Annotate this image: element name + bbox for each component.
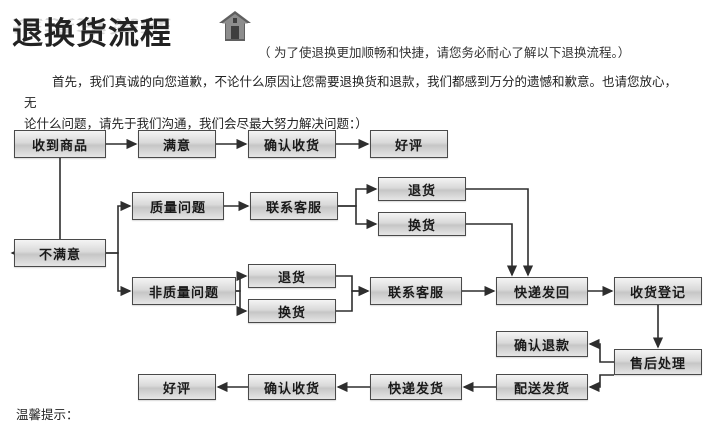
flow-node-aftersale: 售后处理 (614, 349, 702, 375)
flow-node-return2: 退货 (248, 264, 336, 288)
flow-node-confirmrefund: 确认退款 (496, 331, 588, 357)
flow-node-express2: 快递发货 (370, 374, 462, 400)
title-note: （ 为了使退换更加顺畅和快捷，请您务必耐心了解以下退换流程。） (258, 46, 631, 60)
footer-tip: 温馨提示： (16, 408, 79, 422)
flow-node-return1: 退货 (378, 177, 466, 201)
flow-node-exchange1: 换货 (378, 212, 466, 236)
flow-node-praise1: 好评 (370, 130, 448, 158)
flow-node-exchange2: 换货 (248, 299, 336, 323)
flow-node-confirm2: 确认收货 (248, 374, 336, 400)
flow-node-register: 收货登记 (614, 277, 702, 305)
flow-node-unsatisfied: 不满意 (14, 239, 106, 267)
intro-line-2: 论什么问题，请先于我们沟通，我们会尽最大努力解决问题：） (24, 117, 368, 131)
flow-node-confirm1: 确认收货 (248, 130, 336, 158)
flow-node-sendback: 快递发回 (496, 277, 588, 305)
flow-node-received: 收到商品 (14, 130, 106, 158)
flow-node-nonquality: 非质量问题 (132, 277, 236, 305)
flow-node-quality: 质量问题 (132, 192, 224, 220)
flow-node-satisfied: 满意 (138, 130, 216, 158)
flow-node-praise2: 好评 (138, 374, 216, 400)
house-icon (219, 11, 251, 41)
intro-line-1: 首先，我们真诚的向您道歉，不论什么原因让您需要退换货和退款，我们都感到万分的遗憾… (24, 75, 678, 110)
flow-node-service2: 联系客服 (370, 277, 462, 305)
flow-node-delivery: 配送发货 (496, 374, 588, 400)
page-title: 退换货流程 (12, 16, 172, 52)
flow-node-service1: 联系客服 (250, 192, 338, 220)
intro-paragraph: 首先，我们真诚的向您道歉，不论什么原因让您需要退换货和退款，我们都感到万分的遗憾… (24, 72, 689, 135)
